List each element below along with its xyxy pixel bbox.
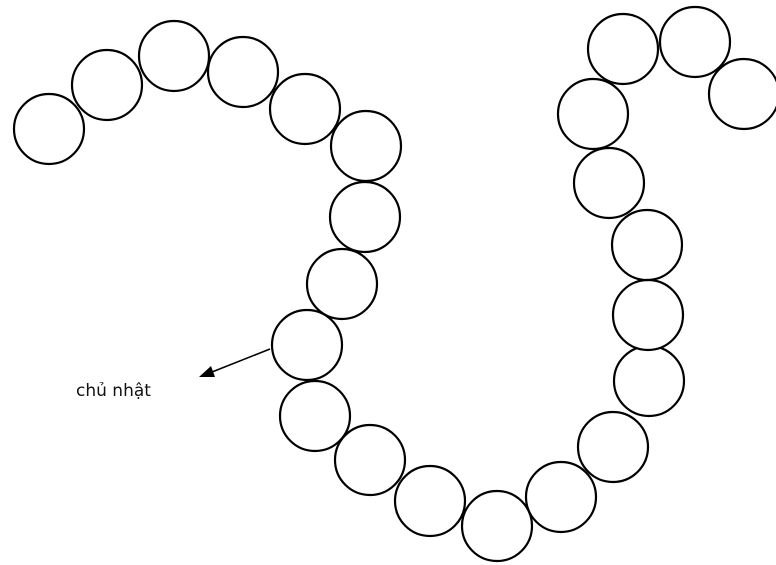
bead-19 — [572, 146, 646, 220]
bead-21 — [586, 12, 660, 86]
bead-3 — [137, 19, 211, 93]
bead-11 — [333, 423, 407, 497]
bead-18 — [610, 208, 684, 282]
bead-23 — [707, 57, 776, 131]
bead-10 — [278, 379, 352, 453]
bead-1 — [12, 92, 86, 166]
bead-13 — [460, 489, 534, 563]
bead-8 — [305, 247, 379, 321]
bead-9 — [270, 308, 344, 382]
bead-4 — [206, 35, 280, 109]
bead-6 — [329, 109, 403, 183]
bead-5 — [268, 72, 342, 146]
bead-2 — [70, 48, 144, 122]
bead-14 — [524, 460, 598, 534]
bead-20 — [556, 77, 630, 151]
bead-17 — [611, 278, 685, 352]
bead-group — [12, 5, 776, 563]
label-pointer — [199, 348, 271, 377]
pointer-line — [211, 348, 271, 373]
pointer-arrowhead — [199, 366, 215, 377]
bead-12 — [393, 464, 467, 538]
bead-7 — [328, 180, 402, 254]
bead-16 — [612, 344, 686, 418]
bead-22 — [658, 5, 732, 79]
day-label: chủ nhật — [76, 381, 151, 401]
bead-15 — [576, 410, 650, 484]
